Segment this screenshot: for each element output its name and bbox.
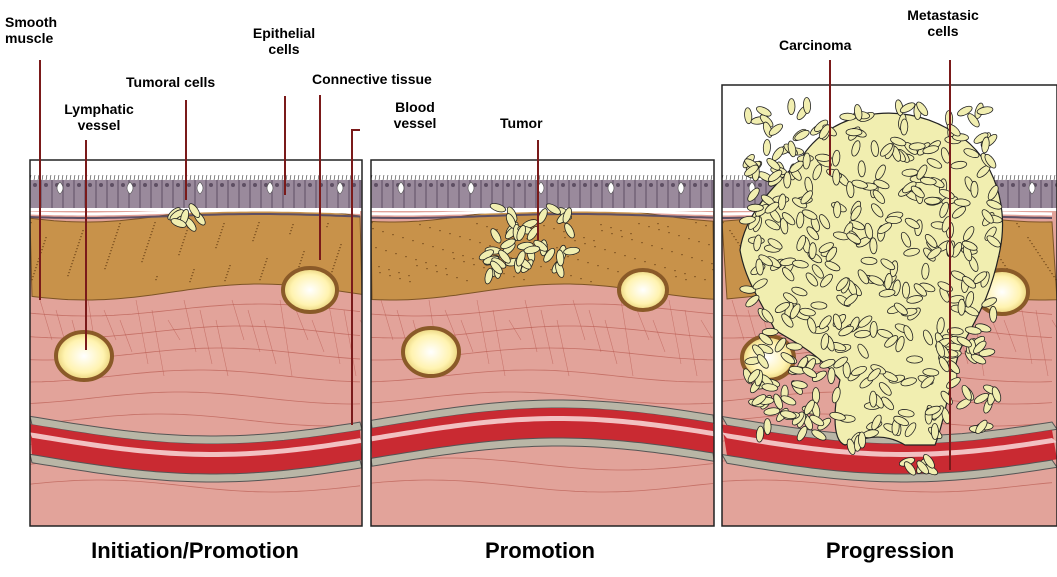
lymphatic-vessel-4 xyxy=(619,270,667,310)
label-carcinoma: Carcinoma xyxy=(779,37,851,53)
tumor-cell xyxy=(858,432,866,448)
label-lymphatic-vessel-line2: vessel xyxy=(58,117,140,133)
label-metastasic-cells-line1: Metastasic xyxy=(897,7,989,23)
tumor-cell xyxy=(833,169,840,185)
label-lymphatic-vessel-line1: Lymphatic xyxy=(58,101,140,117)
label-smooth-muscle-line2: muscle xyxy=(5,30,57,46)
lymphatic-vessel-1 xyxy=(56,332,112,380)
tumor-cell xyxy=(971,181,978,197)
label-blood-vessel-line2: vessel xyxy=(380,115,450,131)
stage-title-progression: Progression xyxy=(790,538,990,564)
tumor-cell xyxy=(747,204,763,211)
tumor-cell xyxy=(762,328,778,335)
label-blood-vessel: Blood vessel xyxy=(380,99,450,131)
label-tumor: Tumor xyxy=(500,115,543,131)
label-tumoral-cells: Tumoral cells xyxy=(126,74,215,90)
label-metastasic-cells-line2: cells xyxy=(897,23,989,39)
tumor-cell xyxy=(989,306,996,322)
stage-title-initiation-promotion: Initiation/Promotion xyxy=(50,538,340,564)
tumor-cell xyxy=(840,113,856,120)
tumor-cell xyxy=(788,99,795,115)
lymphatic-vessel-2 xyxy=(283,268,337,312)
tumor-cell xyxy=(869,391,876,407)
tumor-cell xyxy=(902,282,909,298)
tumor-cell xyxy=(846,129,862,136)
tumor-cell xyxy=(907,356,923,363)
tumor-cell xyxy=(958,299,965,315)
tumor-cell xyxy=(763,139,771,155)
label-connective-tissue: Connective tissue xyxy=(312,71,432,87)
tumor-cell xyxy=(931,423,938,439)
tumor-cell xyxy=(784,172,791,188)
label-epithelial-cells-line1: Epithelial xyxy=(238,25,330,41)
tumor-cell xyxy=(858,161,866,177)
label-smooth-muscle: Smooth muscle xyxy=(5,14,57,46)
label-metastasic-cells: Metastasic cells xyxy=(897,7,989,39)
label-smooth-muscle-line1: Smooth xyxy=(5,14,57,30)
label-lymphatic-vessel: Lymphatic vessel xyxy=(58,101,140,133)
tumor-cell xyxy=(828,368,836,384)
tumor-cell xyxy=(900,119,908,135)
tumor-cell xyxy=(787,140,797,157)
label-epithelial-cells: Epithelial cells xyxy=(238,25,330,57)
tumor-cell xyxy=(834,202,841,218)
tumor-cell xyxy=(764,419,771,435)
tumor-cell xyxy=(924,197,940,204)
label-epithelial-cells-line2: cells xyxy=(238,41,330,57)
label-blood-vessel-line1: Blood xyxy=(380,99,450,115)
stage-title-promotion: Promotion xyxy=(440,538,640,564)
lymphatic-vessel-3 xyxy=(403,328,459,376)
